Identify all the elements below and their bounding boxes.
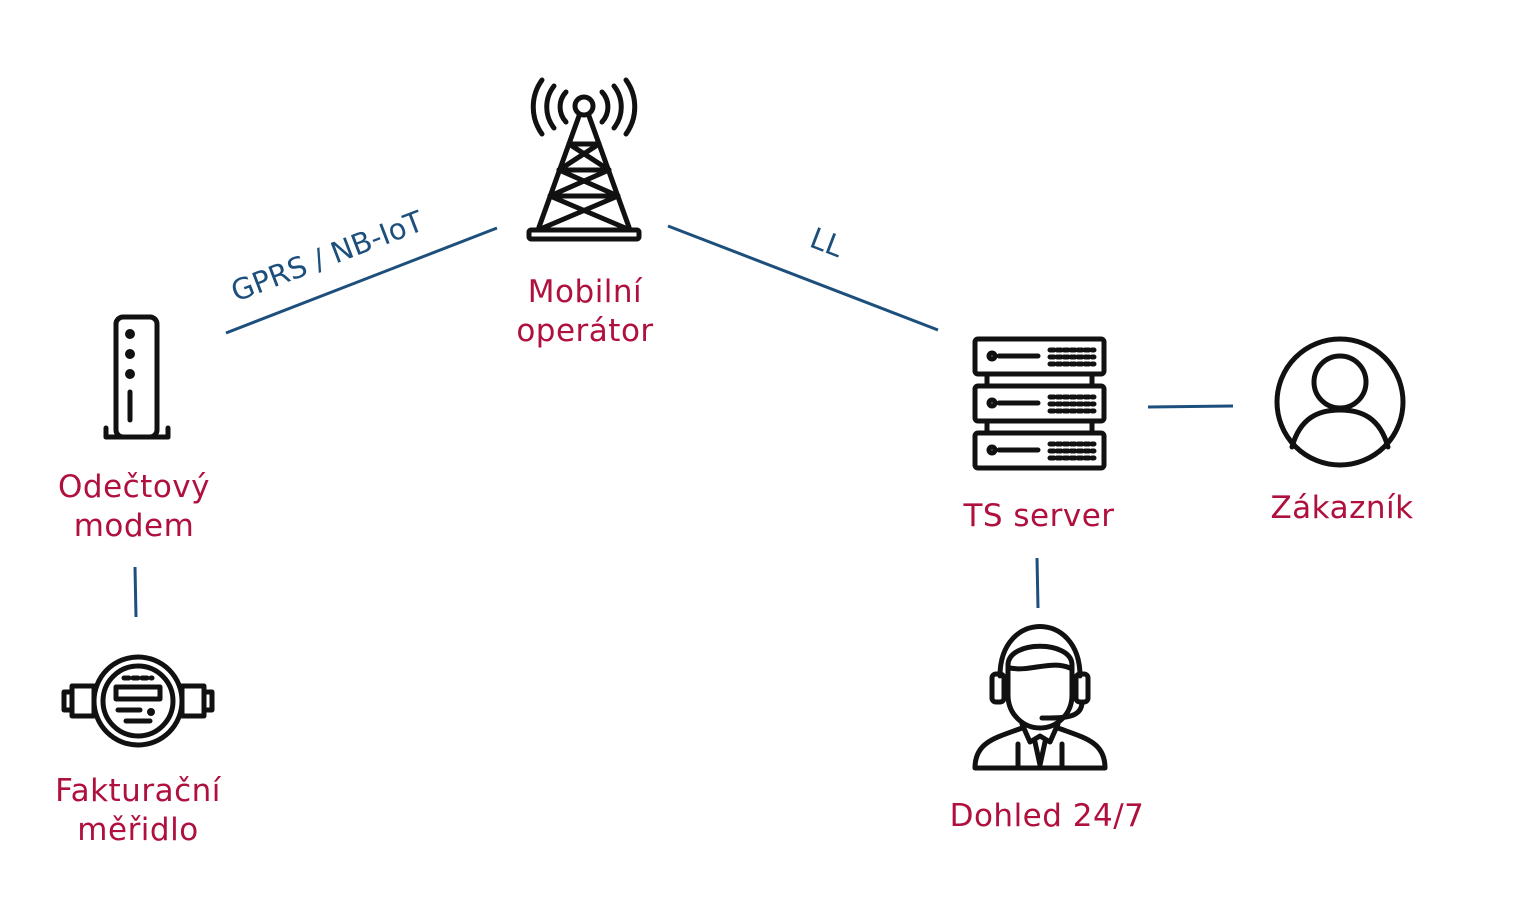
water-meter-icon <box>61 654 215 748</box>
headset-operator-icon <box>972 624 1108 771</box>
edge-modem-tower <box>225 226 498 335</box>
tower-label-line2: operátor <box>516 313 653 349</box>
cell-tower-icon <box>526 77 642 242</box>
tower-label-line1: Mobilní <box>528 274 643 310</box>
server-label: TS server <box>962 498 1114 534</box>
server-rack-icon <box>972 336 1107 471</box>
modem-icon <box>103 314 171 440</box>
monitoring-label: Dohled 24/7 <box>950 798 1145 834</box>
meter-label-line1: Fakturační <box>55 773 222 809</box>
edge-server-monitoring <box>1035 557 1040 609</box>
edge-modem-meter <box>133 566 138 618</box>
modem-label-line1: Odečtový <box>58 469 210 505</box>
edge-server-customer <box>1147 404 1234 409</box>
meter-label-line2: měřidlo <box>77 812 198 848</box>
customer-label: Zákazník <box>1270 490 1413 526</box>
edge-label-ll: LL <box>805 221 847 264</box>
modem-label-line2: modem <box>74 508 195 544</box>
edge-tower-server <box>667 224 939 332</box>
user-avatar-icon <box>1274 336 1406 468</box>
